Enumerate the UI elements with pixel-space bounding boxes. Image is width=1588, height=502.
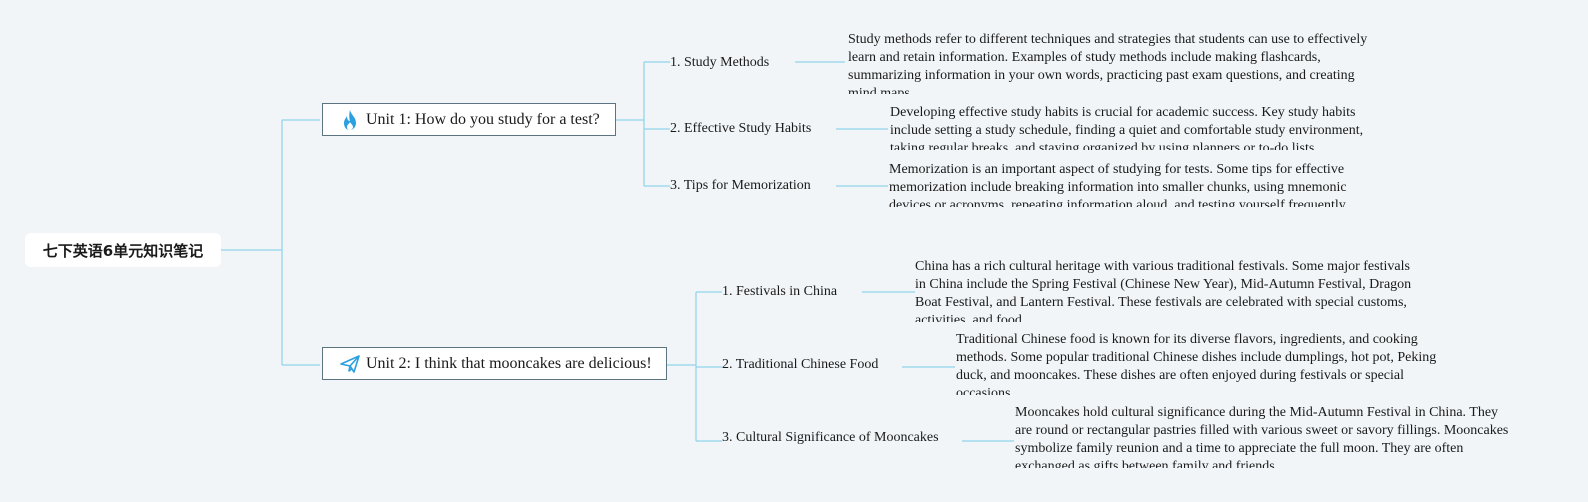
connector-notes-1 xyxy=(795,61,888,187)
connector-root xyxy=(221,119,320,366)
note-2-3: Mooncakes hold cultural significance dur… xyxy=(1015,405,1509,468)
unit-1-title: Unit 1: How do you study for a test? xyxy=(366,110,600,128)
paper-plane-icon xyxy=(339,353,361,375)
unit-2-title: Unit 2: I think that mooncakes are delic… xyxy=(366,354,652,372)
topic-2-2[interactable]: 2. Traditional Chinese Food xyxy=(722,357,879,372)
unit-2-node[interactable]: Unit 2: I think that mooncakes are delic… xyxy=(322,347,667,380)
note-1-1: Study methods refer to different techniq… xyxy=(848,32,1368,94)
topic-2-1[interactable]: 1. Festivals in China xyxy=(722,284,838,299)
unit-1-node[interactable]: Unit 1: How do you study for a test? xyxy=(322,103,616,136)
note-1-2: Developing effective study habits is cru… xyxy=(890,105,1364,150)
root-node[interactable]: 七下英语6单元知识笔记 xyxy=(25,233,221,267)
note-2-2: Traditional Chinese food is known for it… xyxy=(956,332,1437,395)
topic-1-1[interactable]: 1. Study Methods xyxy=(670,55,770,70)
connector-unit-1 xyxy=(616,61,670,187)
topic-2-3[interactable]: 3. Cultural Significance of Mooncakes xyxy=(722,430,939,445)
note-2-1: China has a rich cultural heritage with … xyxy=(915,259,1412,322)
flame-icon xyxy=(339,109,361,131)
note-1-3: Memorization is an important aspect of s… xyxy=(889,162,1349,207)
root-label: 七下英语6单元知识笔记 xyxy=(42,241,204,260)
topic-1-2[interactable]: 2. Effective Study Habits xyxy=(670,121,812,136)
topic-1-3[interactable]: 3. Tips for Memorization xyxy=(670,178,811,193)
connector-notes-2 xyxy=(862,291,1014,442)
connector-unit-2 xyxy=(667,291,722,442)
